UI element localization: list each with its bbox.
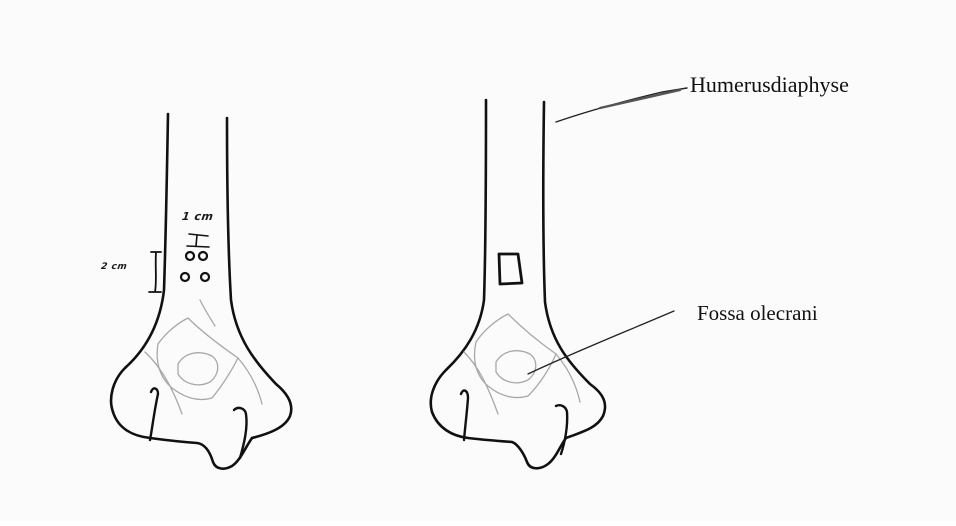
left-medial-notch (150, 388, 158, 440)
label-scale-1cm: 1 cm (181, 210, 214, 223)
left-fossa-sketch (145, 300, 262, 414)
right-medial-notch (461, 391, 468, 440)
drill-hole (201, 273, 209, 281)
bone-window (499, 254, 522, 284)
drill-hole (199, 252, 207, 260)
drill-hole (181, 273, 189, 281)
drill-holes (181, 252, 209, 281)
right-condyle-contour (432, 412, 566, 468)
left-condyle-contour (113, 412, 252, 469)
left-humerus (111, 114, 291, 469)
drill-hole (186, 252, 194, 260)
right-humerus (431, 100, 605, 468)
right-fossa-sketch (464, 314, 580, 414)
scale-bar-2cm (149, 252, 161, 292)
right-shaft-inner-edge (543, 102, 605, 438)
label-humerusdiaphyse: Humerusdiaphyse (690, 72, 849, 98)
leader-line-humerus-shadow (600, 90, 680, 108)
label-scale-2cm: 2 cm (100, 262, 128, 272)
label-fossa-olecrani: Fossa olecrani (697, 301, 818, 326)
right-shaft-outer-edge (431, 100, 486, 412)
left-shaft-inner-edge (227, 118, 291, 438)
scale-bar-1cm (187, 234, 209, 247)
